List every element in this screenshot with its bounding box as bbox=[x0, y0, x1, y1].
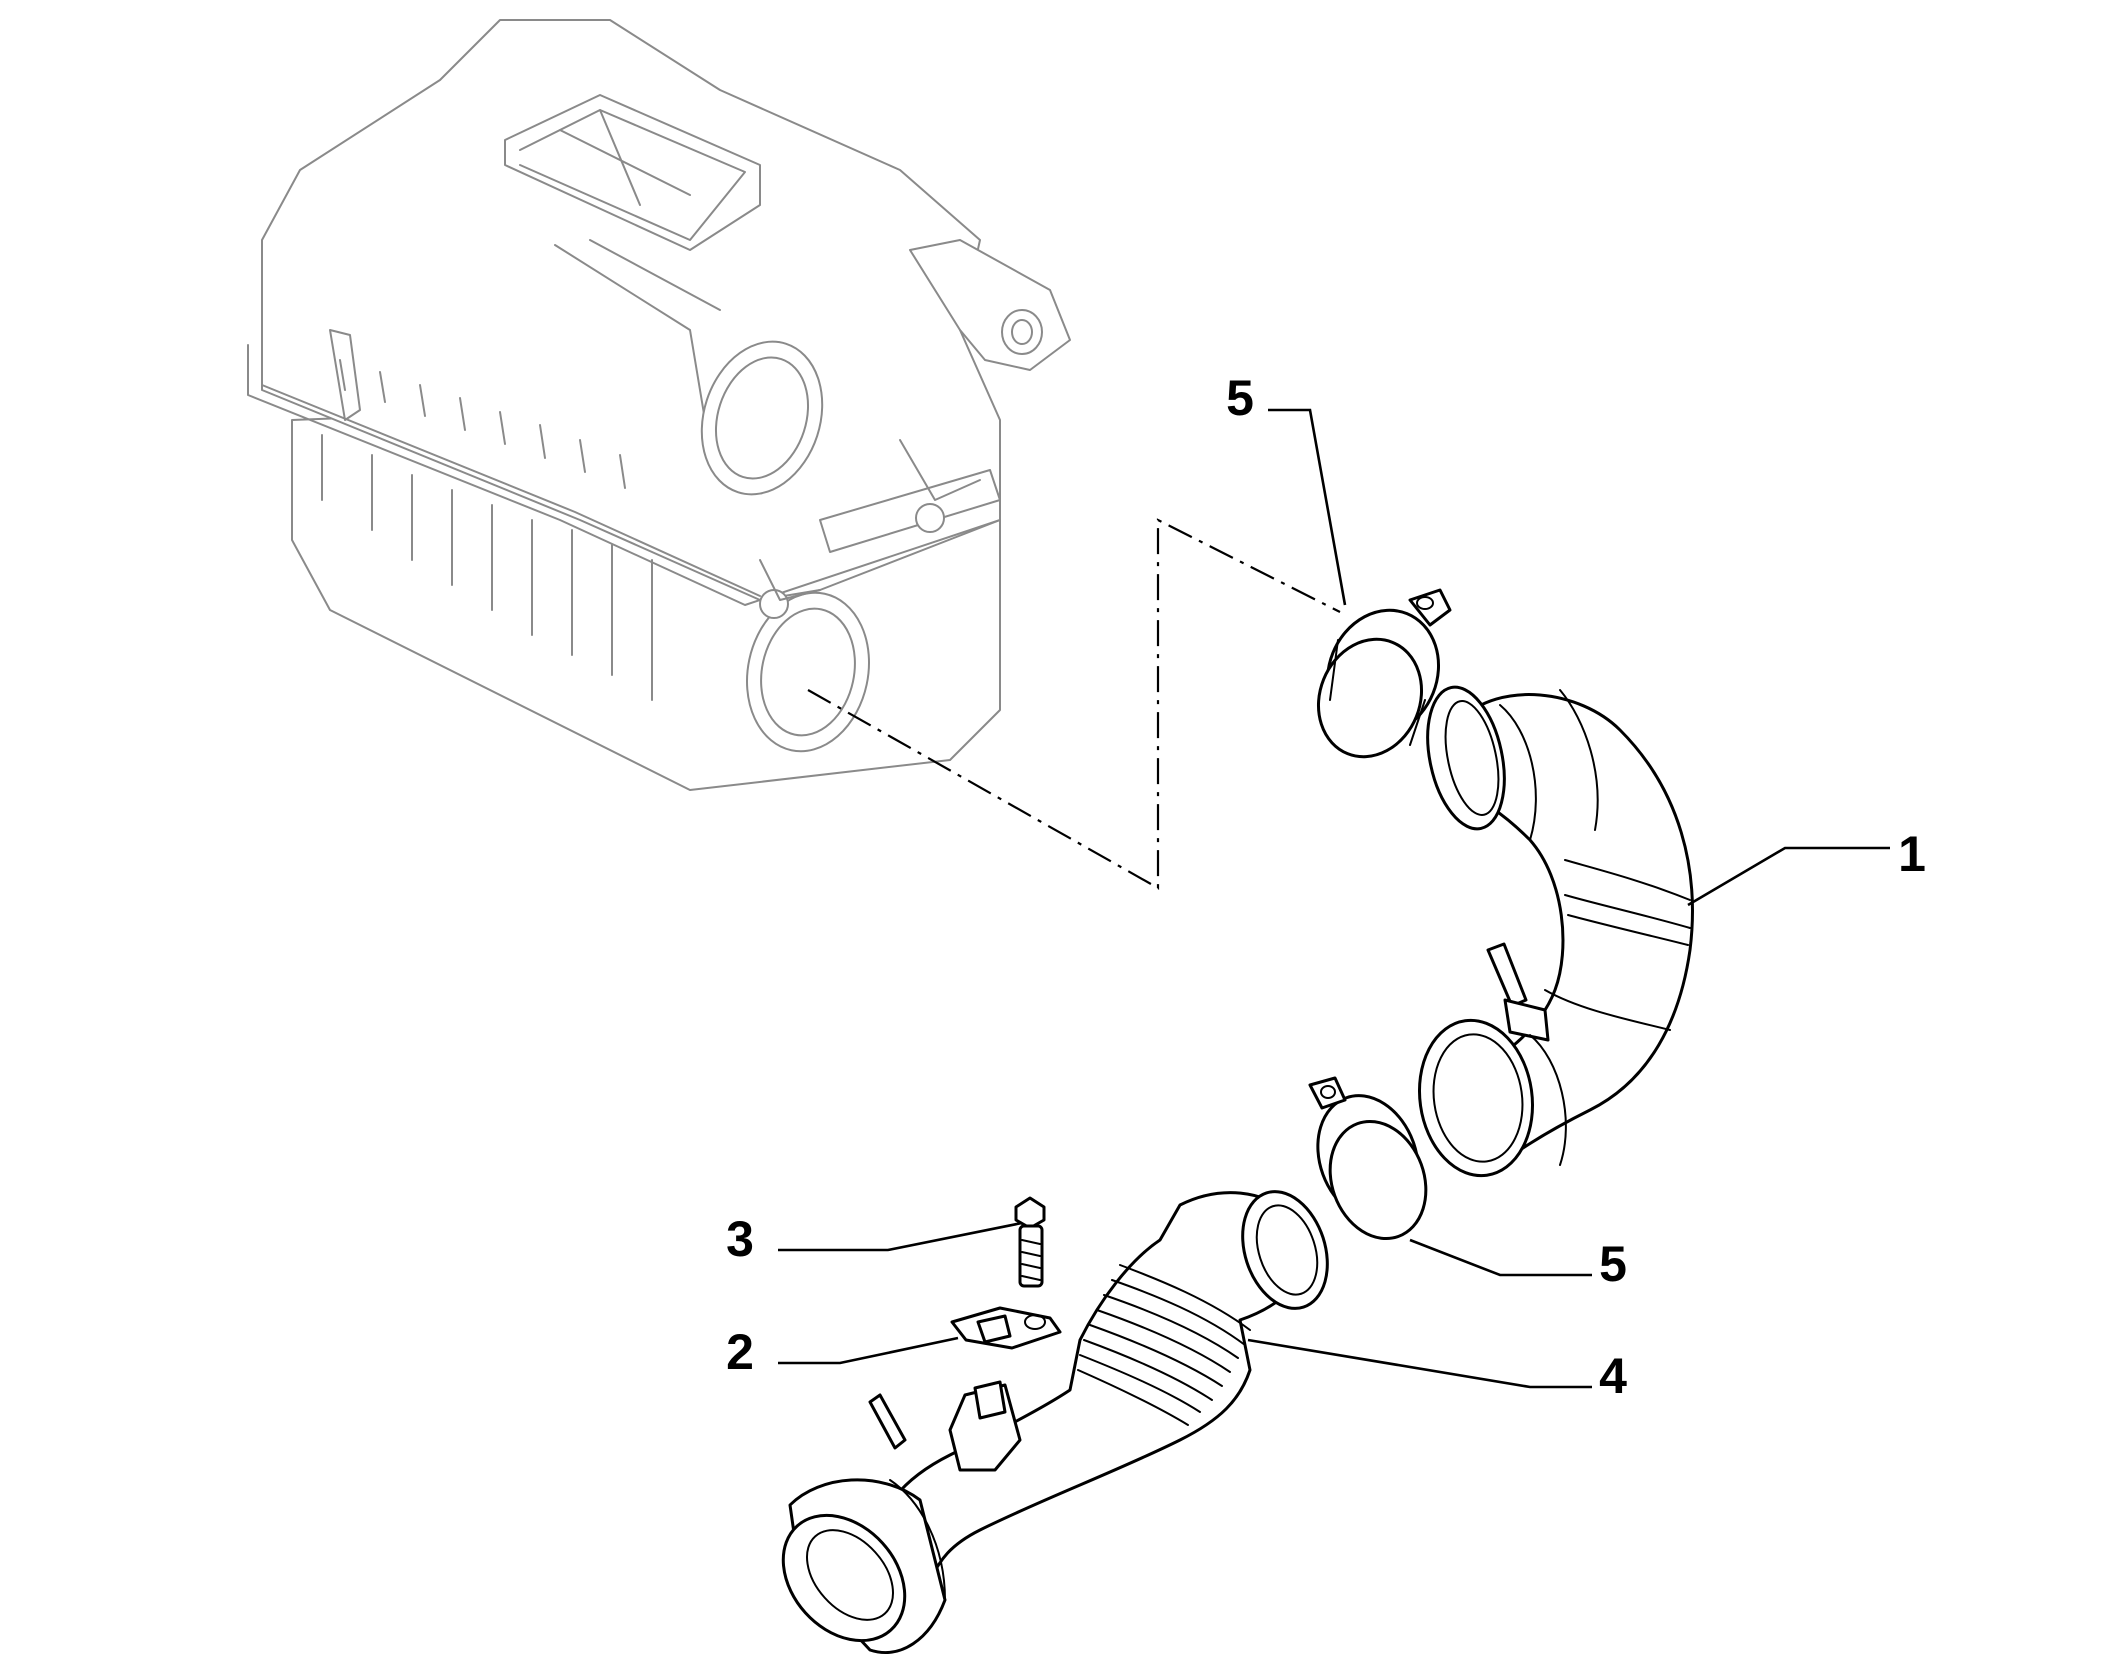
hose-clamp-bottom bbox=[1308, 1076, 1428, 1241]
callout-3: 3 bbox=[726, 1211, 754, 1267]
hose-clamp-top bbox=[1316, 588, 1452, 759]
callout-4: 4 bbox=[1599, 1348, 1627, 1404]
assembly-guide-lines bbox=[807, 518, 1341, 890]
leader-1 bbox=[1687, 846, 1890, 907]
leader-5-bottom bbox=[1409, 1238, 1592, 1277]
callout-2: 2 bbox=[726, 1324, 754, 1380]
callout-labels: 1 5 5 4 3 2 bbox=[726, 370, 1926, 1404]
callout-5-bottom: 5 bbox=[1599, 1236, 1627, 1292]
leader-3 bbox=[778, 1221, 1023, 1252]
bolt bbox=[1014, 1196, 1046, 1288]
mounting-bracket bbox=[950, 1306, 1062, 1350]
air-filter-box bbox=[247, 19, 1071, 791]
leader-5-top bbox=[1268, 408, 1347, 606]
leader-lines bbox=[778, 408, 1890, 1389]
intake-elbow-hose bbox=[1417, 685, 1694, 1178]
callout-1: 1 bbox=[1898, 826, 1926, 882]
callout-5-top: 5 bbox=[1226, 370, 1254, 426]
corrugated-intake-duct bbox=[781, 1190, 1329, 1655]
leader-2 bbox=[778, 1336, 959, 1365]
leader-4 bbox=[1247, 1338, 1592, 1389]
